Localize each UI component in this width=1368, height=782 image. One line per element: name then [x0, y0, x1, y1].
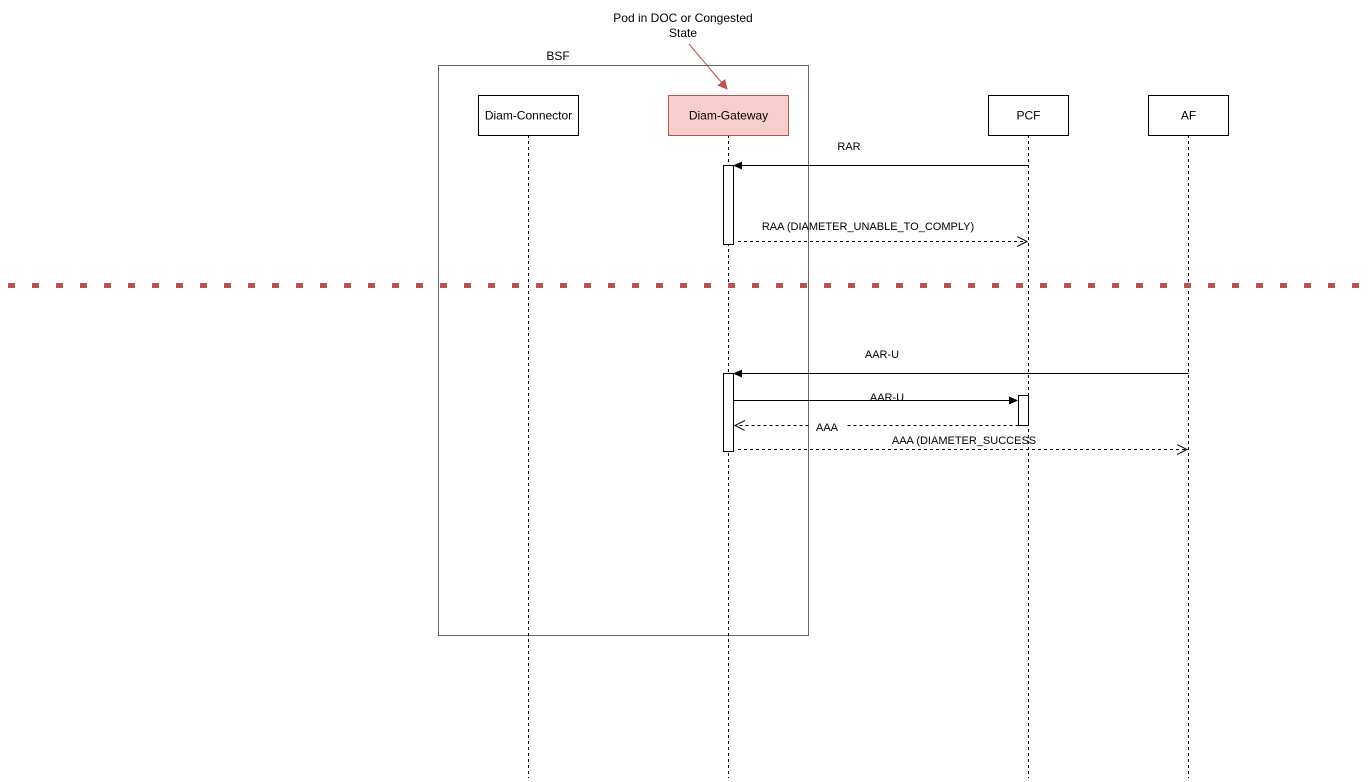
participant-diam-gateway[interactable]: Diam-Gateway: [668, 95, 789, 136]
participant-diam-gateway-label: Diam-Gateway: [689, 109, 768, 123]
bsf-group-label: BSF: [546, 49, 569, 63]
message-aaa-success-label: AAA (DIAMETER_SUCCESS: [892, 435, 1036, 447]
activation-pcf: [1018, 395, 1029, 426]
message-aar-u-out-label: AAR-U: [870, 392, 904, 404]
participant-diam-connector[interactable]: Diam-Connector: [478, 95, 579, 136]
message-aaa-label: AAA: [816, 422, 839, 434]
message-raa-label: RAA (DIAMETER_UNABLE_TO_COMPLY): [762, 221, 974, 233]
participant-pcf-label: PCF: [1017, 109, 1041, 123]
participant-af[interactable]: AF: [1148, 95, 1229, 136]
activation-gateway-1: [723, 165, 734, 245]
annotation-line-2: State: [669, 26, 697, 40]
message-aaa-label-bg: [811, 419, 845, 433]
annotation-arrow: [688, 43, 728, 90]
message-aar-u-in-label: AAR-U: [865, 349, 899, 361]
participant-diam-connector-label: Diam-Connector: [485, 109, 572, 123]
participant-pcf[interactable]: PCF: [988, 95, 1069, 136]
bsf-group: [438, 65, 809, 636]
activation-gateway-2: [723, 373, 734, 452]
participant-af-label: AF: [1181, 109, 1196, 123]
annotation-line-1: Pod in DOC or Congested: [613, 11, 752, 25]
message-rar-label: RAR: [837, 141, 860, 153]
